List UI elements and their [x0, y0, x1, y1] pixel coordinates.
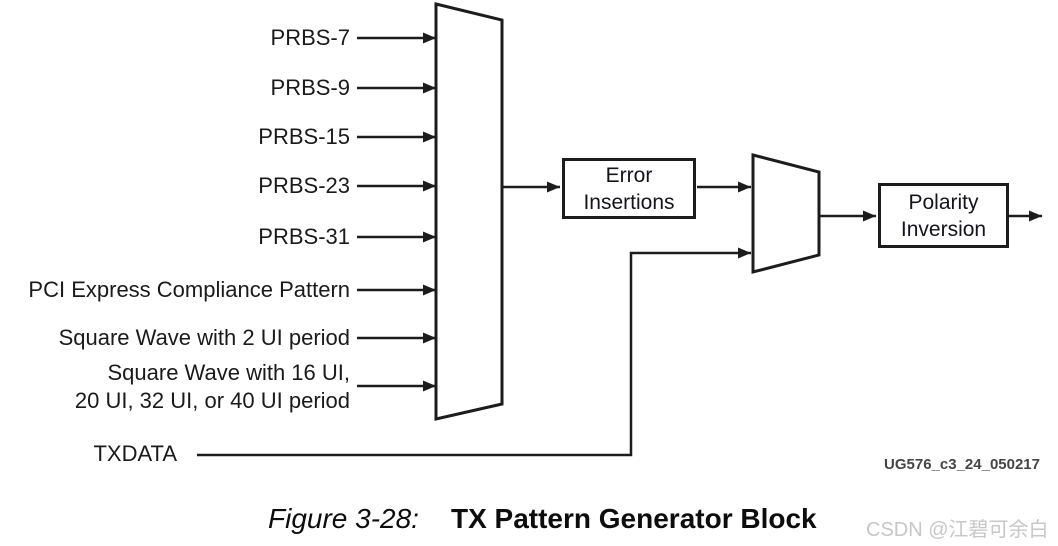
polarity-inversion-block: Polarity Inversion — [878, 183, 1009, 248]
input-label-square-wave-16ui: Square Wave with 16 UI, 20 UI, 32 UI, or… — [75, 359, 350, 415]
error-insertions-label-line2: Insertions — [583, 190, 675, 214]
figure-caption: Figure 3-28: TX Pattern Generator Block — [268, 503, 817, 535]
pattern-mux-shape — [434, 2, 504, 421]
input-label-prbs-31: PRBS-31 — [258, 224, 350, 249]
error-insertions-label-line1: Error — [605, 163, 653, 187]
input-label-prbs-23: PRBS-23 — [258, 173, 350, 198]
error-insertions-block: Error Insertions — [562, 158, 696, 219]
polarity-inversion-label-line2: Inversion — [900, 217, 987, 241]
csdn-watermark: CSDN @江碧可余白 — [866, 519, 1049, 541]
figure-title: TX Pattern Generator Block — [450, 503, 817, 534]
polarity-inversion-label-line1: Polarity — [908, 190, 979, 214]
input-label-square-wave-16ui-line2: 20 UI, 32 UI, or 40 UI period — [74, 388, 350, 413]
input-label-square-wave-2ui: Square Wave with 2 UI period — [58, 325, 350, 350]
input-label-square-wave-16ui-line1: Square Wave with 16 UI, — [107, 360, 350, 385]
input-label-prbs-7: PRBS-7 — [270, 25, 350, 50]
txdata-route-arrow — [197, 247, 751, 457]
figure-number-label: Figure 3-28: — [268, 503, 419, 534]
input-label-prbs-15: PRBS-15 — [258, 124, 350, 149]
output-mux-shape — [751, 153, 821, 274]
input-label-prbs-9: PRBS-9 — [270, 75, 350, 100]
doc-reference: UG576_c3_24_050217 — [884, 456, 1040, 473]
input-label-pci-express: PCI Express Compliance Pattern — [28, 277, 350, 302]
txdata-label: TXDATA — [93, 441, 177, 466]
